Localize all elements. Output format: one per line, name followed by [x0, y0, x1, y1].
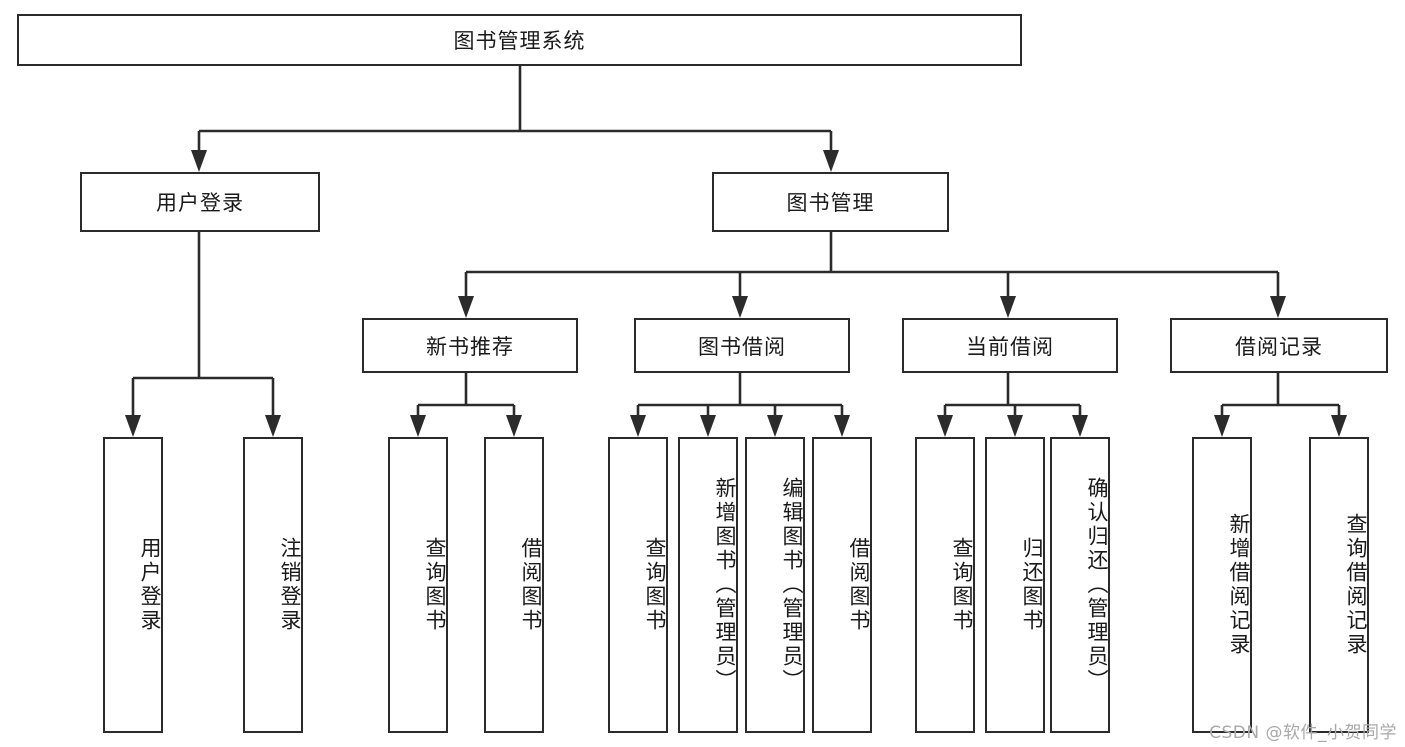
leaf-query-book-recommend[interactable]: 查询图书 — [388, 437, 448, 733]
arrowhead-bookmgmt — [823, 150, 839, 172]
arrowhead-br-leaf2 — [700, 415, 716, 437]
arrowhead-cur-leaf2 — [1007, 415, 1023, 437]
arrowhead-cur-leaf1 — [937, 415, 953, 437]
leaf-query-book-borrow[interactable]: 查询图书 — [608, 437, 668, 733]
arrowhead-nb-leaf2 — [506, 415, 522, 437]
node-user-login[interactable]: 用户登录 — [80, 172, 320, 232]
arrowhead-newbook — [458, 296, 474, 318]
arrowhead-rec-leaf2 — [1331, 415, 1347, 437]
leaf-query-book-current[interactable]: 查询图书 — [915, 437, 975, 733]
leaf-return-book[interactable]: 归还图书 — [985, 437, 1045, 733]
node-book-management[interactable]: 图书管理 — [712, 172, 949, 232]
arrowhead-nb-leaf1 — [410, 415, 426, 437]
arrowhead-rec-leaf1 — [1214, 415, 1230, 437]
leaf-add-book-admin[interactable]: 新增图书（管理员） — [678, 437, 738, 733]
arrowhead-leaf-logout — [265, 415, 281, 437]
leaf-add-borrow-record[interactable]: 新增借阅记录 — [1192, 437, 1252, 733]
arrowhead-br-leaf3 — [767, 415, 783, 437]
leaf-confirm-return-admin[interactable]: 确认归还（管理员） — [1050, 437, 1110, 733]
leaf-query-borrow-record[interactable]: 查询借阅记录 — [1309, 437, 1369, 733]
node-new-book-recommend[interactable]: 新书推荐 — [362, 318, 578, 373]
leaf-borrow-book-recommend[interactable]: 借阅图书 — [484, 437, 544, 733]
node-root-system[interactable]: 图书管理系统 — [17, 14, 1022, 66]
arrowhead-current — [1000, 296, 1016, 318]
leaf-logout[interactable]: 注销登录 — [243, 437, 303, 733]
arrowhead-borrow — [732, 296, 748, 318]
leaf-user-login[interactable]: 用户登录 — [103, 437, 163, 733]
node-book-borrow[interactable]: 图书借阅 — [634, 318, 850, 373]
leaf-edit-book-admin[interactable]: 编辑图书（管理员） — [745, 437, 805, 733]
arrowhead-record — [1270, 296, 1286, 318]
node-borrow-record[interactable]: 借阅记录 — [1170, 318, 1388, 373]
arrowhead-br-leaf1 — [630, 415, 646, 437]
watermark: CSDN @软件_小贺同学 — [1209, 723, 1397, 743]
arrowhead-cur-leaf3 — [1072, 415, 1088, 437]
arrowhead-login — [191, 150, 207, 172]
node-current-borrow[interactable]: 当前借阅 — [902, 318, 1118, 373]
leaf-borrow-book[interactable]: 借阅图书 — [812, 437, 872, 733]
arrowhead-leaf-user-login — [125, 415, 141, 437]
arrowhead-br-leaf4 — [834, 415, 850, 437]
